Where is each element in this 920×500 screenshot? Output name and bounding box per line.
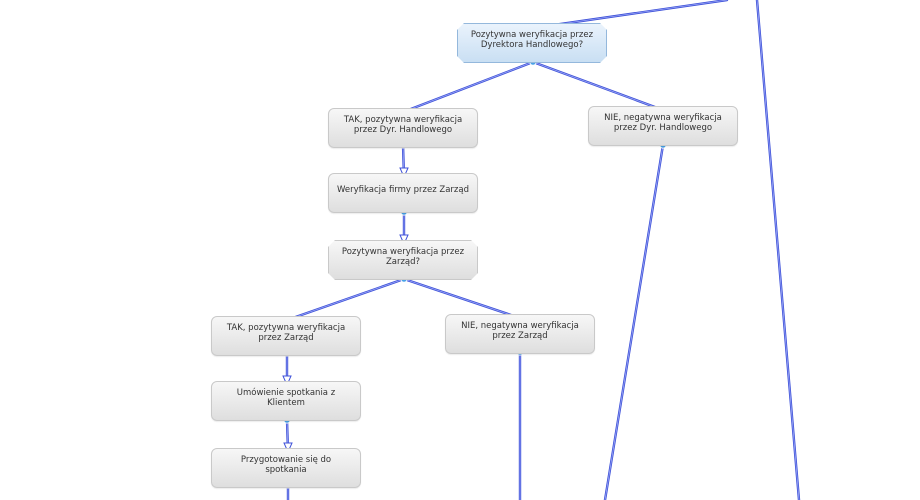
edges — [285, 0, 801, 500]
node-weryfikacja-zarzad[interactable]: Weryfikacja firmy przez Zarząd — [328, 173, 478, 213]
arrowhead-decision-zarzad — [399, 234, 409, 246]
arrowhead-przygotowanie — [283, 442, 293, 454]
decision-zarzad[interactable]: Pozytywna weryfikacja przez Zarząd? — [328, 240, 478, 280]
node-przygotowanie-spotkania[interactable]: Przygotowanie się do spotkania — [211, 448, 361, 488]
arrowhead-umowienie — [282, 375, 292, 387]
node-tak-dyr-handlowy[interactable]: TAK, pozytywna weryfikacja przez Dyr. Ha… — [328, 108, 478, 148]
node-nie-zarzad[interactable]: NIE, negatywna weryfikacja przez Zarząd — [445, 314, 595, 354]
arrowheads — [282, 167, 409, 454]
node-nie-dyr-handlowy[interactable]: NIE, negatywna weryfikacja przez Dyr. Ha… — [588, 106, 738, 146]
node-tak-zarzad[interactable]: TAK, pozytywna weryfikacja przez Zarząd — [211, 316, 361, 356]
arrowhead-weryfikacja — [399, 167, 409, 179]
node-umowienie-spotkania[interactable]: Umówienie spotkania z Klientem — [211, 381, 361, 421]
decision-dyrektor-handlowy[interactable]: Pozytywna weryfikacja przez Dyrektora Ha… — [457, 23, 607, 63]
